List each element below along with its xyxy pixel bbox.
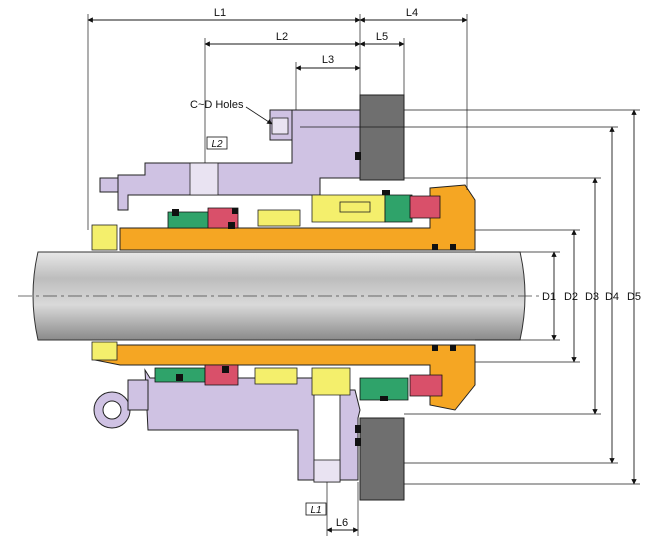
- label-D1: D1: [542, 291, 556, 303]
- horizontal-dimensions: [87, 14, 468, 536]
- seal-faces-top: [167, 194, 441, 229]
- label-L5: L5: [376, 31, 388, 43]
- label-D2: D2: [564, 291, 578, 303]
- label-holes: C~D Holes: [190, 99, 244, 111]
- label-D4: D4: [605, 291, 619, 303]
- label-L3: L3: [322, 54, 334, 66]
- label-D5: D5: [627, 291, 641, 303]
- label-L4: L4: [406, 7, 418, 19]
- housing-wall: [359, 94, 405, 501]
- label-L1: L1: [214, 7, 226, 19]
- sleeve: [91, 184, 476, 411]
- box-L2-label: L2: [211, 139, 223, 150]
- box-L1: [305, 502, 327, 516]
- box-L1-label: L1: [310, 505, 321, 516]
- holes-leader: [245, 106, 273, 125]
- label-L2: L2: [276, 31, 288, 43]
- label-D3: D3: [585, 291, 599, 303]
- shaft: [18, 251, 540, 341]
- seal-faces-bottom: [154, 364, 443, 401]
- o-rings: [172, 152, 456, 446]
- label-L6: L6: [336, 517, 348, 529]
- box-L2: [206, 136, 228, 150]
- vertical-dimensions: [300, 109, 640, 485]
- setting-hardware: [93, 177, 149, 429]
- gland: [117, 109, 361, 483]
